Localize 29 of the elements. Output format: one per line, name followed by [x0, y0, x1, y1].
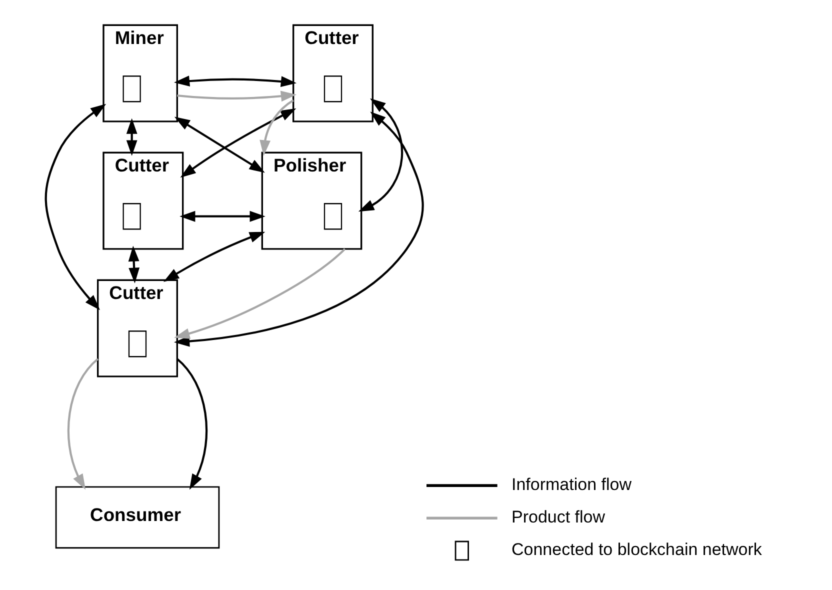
arrow [174, 76, 297, 87]
arrow [67, 358, 99, 490]
node-box: Consumer [55, 486, 220, 549]
legend-label: Product flow [512, 508, 606, 527]
node-box [128, 330, 147, 358]
arrow [176, 358, 208, 490]
cluster: Cutter [96, 279, 178, 378]
legend-label: Information flow [512, 474, 632, 494]
arrow [358, 98, 403, 212]
arrow [126, 118, 138, 156]
arrow [163, 232, 266, 282]
arrow [177, 90, 297, 102]
cluster: Cutter [292, 24, 374, 122]
cluster: Miner [102, 24, 178, 122]
arrow [180, 210, 266, 222]
arrow [174, 116, 265, 173]
cluster: Cutter [102, 152, 184, 250]
arrow [260, 99, 294, 156]
node-box [324, 203, 342, 230]
arrow [128, 246, 140, 284]
node-box [122, 203, 141, 230]
cluster: Polisher [261, 152, 362, 250]
node-box [324, 76, 342, 102]
arrow [174, 112, 424, 347]
arrow [174, 248, 346, 339]
node-box [122, 76, 141, 102]
arrow [44, 104, 106, 310]
legend-label: Connected to blockchain network [512, 540, 762, 560]
arrow [180, 108, 296, 178]
